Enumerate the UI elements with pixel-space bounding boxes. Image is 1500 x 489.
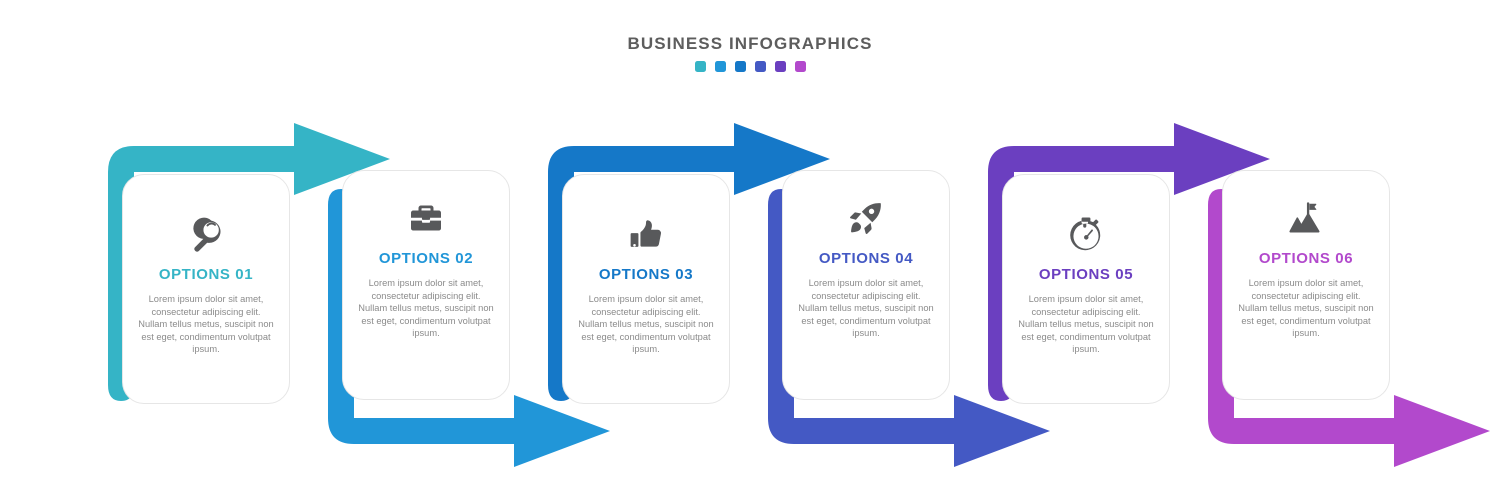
- header-dot-row: [0, 61, 1500, 72]
- step-arrow-3: [548, 123, 830, 401]
- step-title-4: OPTIONS 04: [818, 250, 914, 267]
- briefcase-icon: [343, 195, 509, 241]
- step-description-5: Lorem ipsum dolor sit amet, consectetur …: [1018, 294, 1154, 355]
- step-arrow-2: [328, 189, 610, 467]
- step-1[interactable]: OPTIONS 01 Lorem ipsum dolor sit amet, co…: [108, 123, 398, 430]
- step-title-3: OPTIONS 03: [598, 266, 694, 283]
- step-description-4: Lorem ipsum dolor sit amet, consectetur …: [798, 278, 934, 339]
- rocket-icon: [783, 195, 949, 241]
- step-card-5[interactable]: OPTIONS 05 Lorem ipsum dolor sit amet, co…: [1002, 174, 1170, 404]
- step-5[interactable]: OPTIONS 05 Lorem ipsum dolor sit amet, co…: [988, 123, 1278, 430]
- step-description-3: Lorem ipsum dolor sit amet, consectetur …: [578, 294, 714, 355]
- step-title-5: OPTIONS 05: [1038, 266, 1134, 283]
- step-4[interactable]: OPTIONS 04 Lorem ipsum dolor sit amet, co…: [768, 160, 1058, 467]
- thumbs-up-icon: [563, 211, 729, 257]
- step-arrow-6: [1208, 189, 1490, 467]
- page-title: BUSINESS INFOGRAPHICS: [627, 34, 873, 53]
- step-arrow-1: [108, 123, 390, 401]
- step-2[interactable]: OPTIONS 02 Lorem ipsum dolor sit amet, co…: [328, 160, 618, 467]
- step-title-1: OPTIONS 01: [158, 266, 254, 283]
- header-dot-5: [774, 61, 786, 72]
- step-card-1[interactable]: OPTIONS 01 Lorem ipsum dolor sit amet, co…: [122, 174, 290, 404]
- step-description-6: Lorem ipsum dolor sit amet, consectetur …: [1238, 278, 1374, 339]
- header-dot-1: [694, 61, 706, 72]
- mountain-flag-icon: [1223, 195, 1389, 241]
- step-card-4[interactable]: OPTIONS 04 Lorem ipsum dolor sit amet, co…: [782, 170, 950, 400]
- step-card-6[interactable]: OPTIONS 06 Lorem ipsum dolor sit amet, co…: [1222, 170, 1390, 400]
- infographic-header: BUSINESS INFOGRAPHICS: [0, 34, 1500, 72]
- step-description-2: Lorem ipsum dolor sit amet, consectetur …: [358, 278, 494, 339]
- step-arrow-5: [988, 123, 1270, 401]
- step-title-6: OPTIONS 06: [1258, 250, 1354, 267]
- step-card-3[interactable]: OPTIONS 03 Lorem ipsum dolor sit amet, co…: [562, 174, 730, 404]
- header-dot-6: [794, 61, 806, 72]
- header-dot-4: [754, 61, 766, 72]
- header-dot-3: [734, 61, 746, 72]
- step-3[interactable]: OPTIONS 03 Lorem ipsum dolor sit amet, co…: [548, 123, 838, 430]
- step-6[interactable]: OPTIONS 06 Lorem ipsum dolor sit amet, co…: [1208, 160, 1498, 467]
- step-description-1: Lorem ipsum dolor sit amet, consectetur …: [138, 294, 274, 355]
- header-dot-2: [714, 61, 726, 72]
- step-card-2[interactable]: OPTIONS 02 Lorem ipsum dolor sit amet, co…: [342, 170, 510, 400]
- stopwatch-icon: [1003, 211, 1169, 257]
- magnifier-icon: [123, 211, 289, 257]
- step-arrow-4: [768, 189, 1050, 467]
- step-title-2: OPTIONS 02: [378, 250, 474, 267]
